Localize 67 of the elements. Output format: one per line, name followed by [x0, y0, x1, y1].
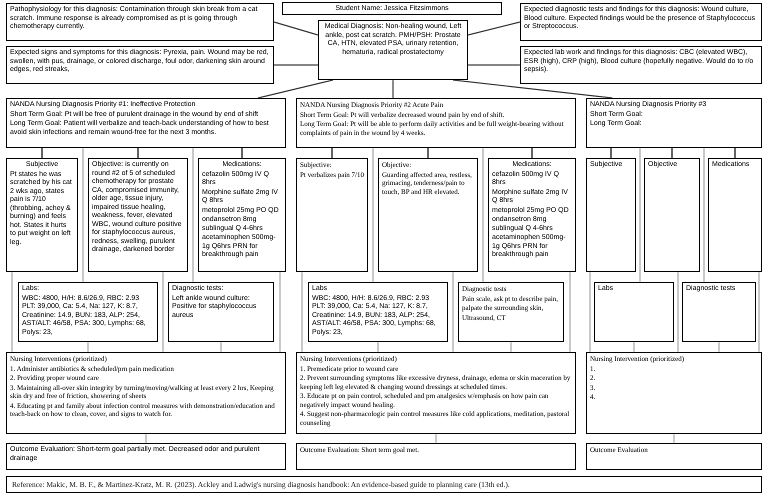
connector-line — [331, 148, 333, 158]
text-box — [282, 2, 502, 15]
text-box — [594, 282, 674, 342]
text-box — [644, 158, 700, 272]
text-box — [296, 443, 576, 470]
connector-line — [758, 272, 760, 352]
connector-line — [703, 148, 705, 282]
connector-line — [82, 148, 84, 282]
connector-line — [452, 79, 612, 99]
text-box — [168, 282, 274, 342]
connector-line — [301, 272, 303, 352]
text-box — [6, 443, 286, 470]
connector-line — [510, 342, 512, 352]
connector-line — [372, 148, 374, 282]
text-box — [18, 282, 158, 342]
connector-line — [633, 342, 635, 352]
text-box — [88, 158, 188, 272]
connector-line — [718, 342, 720, 352]
connector-line — [734, 148, 736, 158]
text-box — [378, 158, 478, 272]
connector-line — [677, 272, 679, 352]
text-box — [682, 282, 756, 342]
text-box — [458, 282, 564, 342]
text-box — [488, 158, 576, 272]
connector-line — [274, 21, 318, 36]
connector-line — [531, 148, 533, 158]
connector-line — [569, 272, 571, 352]
connector-line — [671, 148, 673, 158]
text-box — [6, 158, 78, 272]
connector-line — [610, 148, 612, 158]
connector-line — [482, 148, 484, 282]
connector-line — [192, 148, 194, 282]
text-box — [6, 98, 286, 148]
connector-line — [468, 64, 520, 66]
text-box — [6, 3, 274, 41]
connector-line — [162, 272, 164, 352]
connector-line — [468, 21, 520, 36]
connector-line — [589, 272, 591, 352]
connector-line — [41, 148, 43, 158]
text-box — [296, 352, 576, 434]
connector-line — [279, 272, 281, 352]
text-box — [586, 158, 636, 272]
connector-line — [258, 79, 334, 99]
connector-line — [274, 64, 318, 66]
connector-line — [639, 148, 641, 282]
text-box — [520, 46, 762, 84]
text-box — [708, 158, 762, 272]
text-box — [586, 443, 762, 470]
text-box — [198, 158, 286, 272]
text-box — [296, 158, 368, 272]
text-box — [296, 98, 576, 148]
connector-line — [392, 80, 394, 98]
text-box — [586, 352, 762, 434]
text-box — [6, 46, 274, 84]
text-box — [586, 98, 762, 148]
text-box — [6, 352, 286, 434]
text-box — [318, 20, 468, 80]
connector-line — [220, 342, 222, 352]
connector-line — [452, 272, 454, 352]
text-box — [308, 282, 448, 342]
connector-line — [87, 342, 89, 352]
connector-line — [377, 342, 379, 352]
connector-line — [427, 148, 429, 158]
connector-line — [137, 148, 139, 158]
connector-line — [11, 272, 13, 352]
connector-line — [241, 148, 243, 158]
text-box — [520, 3, 762, 41]
